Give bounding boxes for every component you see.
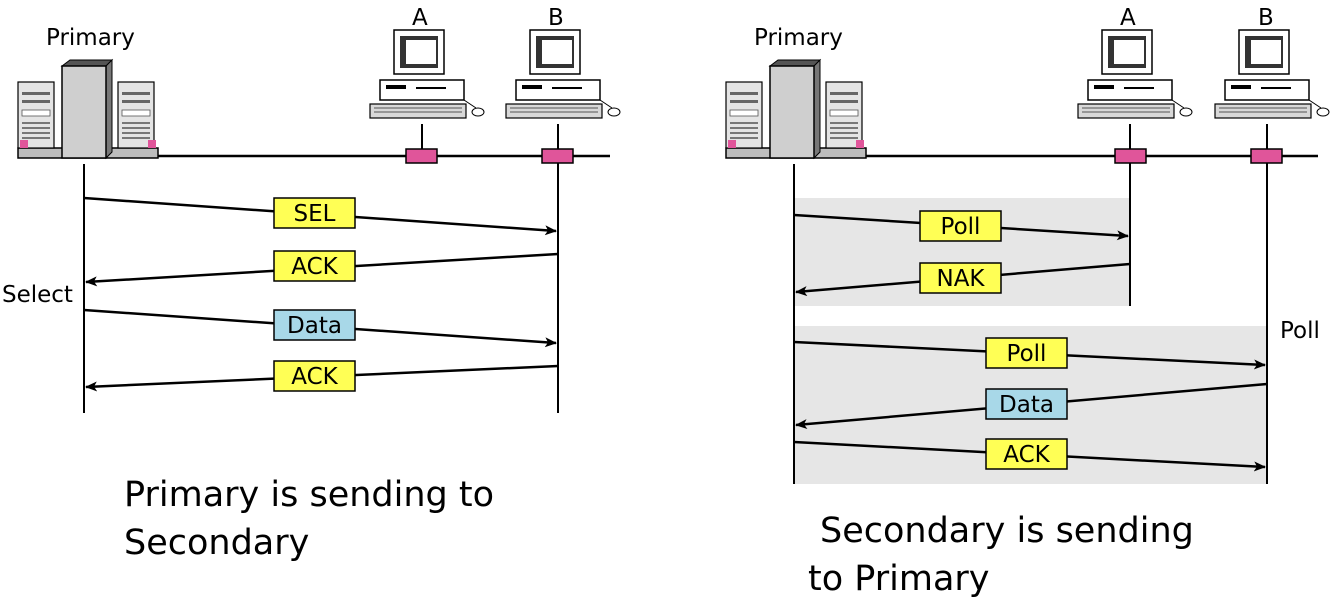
svg-text:NAK: NAK: [936, 266, 985, 292]
left-station-b-label: B: [548, 5, 564, 31]
left-caption-line1: Primary is sending to: [124, 475, 494, 515]
right-primary-label: Primary: [754, 25, 843, 51]
svg-text:SEL: SEL: [294, 201, 336, 227]
right-station-b-tap: [1250, 148, 1283, 164]
right-station-a-tap: [1114, 148, 1147, 164]
svg-text:Poll: Poll: [941, 214, 981, 240]
left-caption-line2: Secondary: [124, 523, 309, 563]
left-station-b-computer-icon: [505, 29, 621, 119]
right-station-b-label: B: [1258, 5, 1274, 31]
right-frame-poll-b: Poll: [985, 337, 1068, 369]
right-panel: Primary A B Poll Poll NAK Poll: [725, 5, 1330, 599]
left-frame-ack-1: ACK: [273, 250, 356, 282]
right-frame-nak: NAK: [919, 262, 1002, 294]
left-frame-data: Data: [273, 309, 356, 341]
right-station-b-computer-icon: [1214, 29, 1330, 119]
right-primary-server-icon: [725, 59, 867, 159]
right-caption-line2: to Primary: [808, 559, 990, 599]
right-frame-ack: ACK: [985, 438, 1068, 470]
right-station-a-computer-icon: [1077, 29, 1193, 119]
right-station-a-label: A: [1120, 5, 1136, 31]
right-phase-label: Poll: [1280, 318, 1320, 344]
left-station-a-computer-icon: [369, 29, 485, 119]
svg-text:ACK: ACK: [291, 364, 338, 390]
left-frame-ack-2: ACK: [273, 360, 356, 392]
left-primary-label: Primary: [46, 25, 135, 51]
right-frame-poll-a: Poll: [919, 210, 1002, 242]
right-frame-data: Data: [985, 388, 1068, 420]
left-primary-server-icon: [17, 59, 159, 159]
left-station-a-tap: [405, 148, 438, 164]
left-frame-sel: SEL: [273, 197, 356, 229]
svg-text:Poll: Poll: [1007, 341, 1047, 367]
svg-text:Data: Data: [999, 392, 1054, 418]
right-caption-line1: Secondary is sending: [820, 511, 1194, 551]
left-station-b-tap: [541, 148, 574, 164]
left-panel: Primary A B Select SEL ACK Data: [2, 5, 621, 563]
left-station-a-label: A: [412, 5, 428, 31]
svg-text:ACK: ACK: [1003, 442, 1050, 468]
svg-text:ACK: ACK: [291, 254, 338, 280]
left-phase-label: Select: [2, 282, 73, 308]
svg-text:Data: Data: [287, 313, 342, 339]
